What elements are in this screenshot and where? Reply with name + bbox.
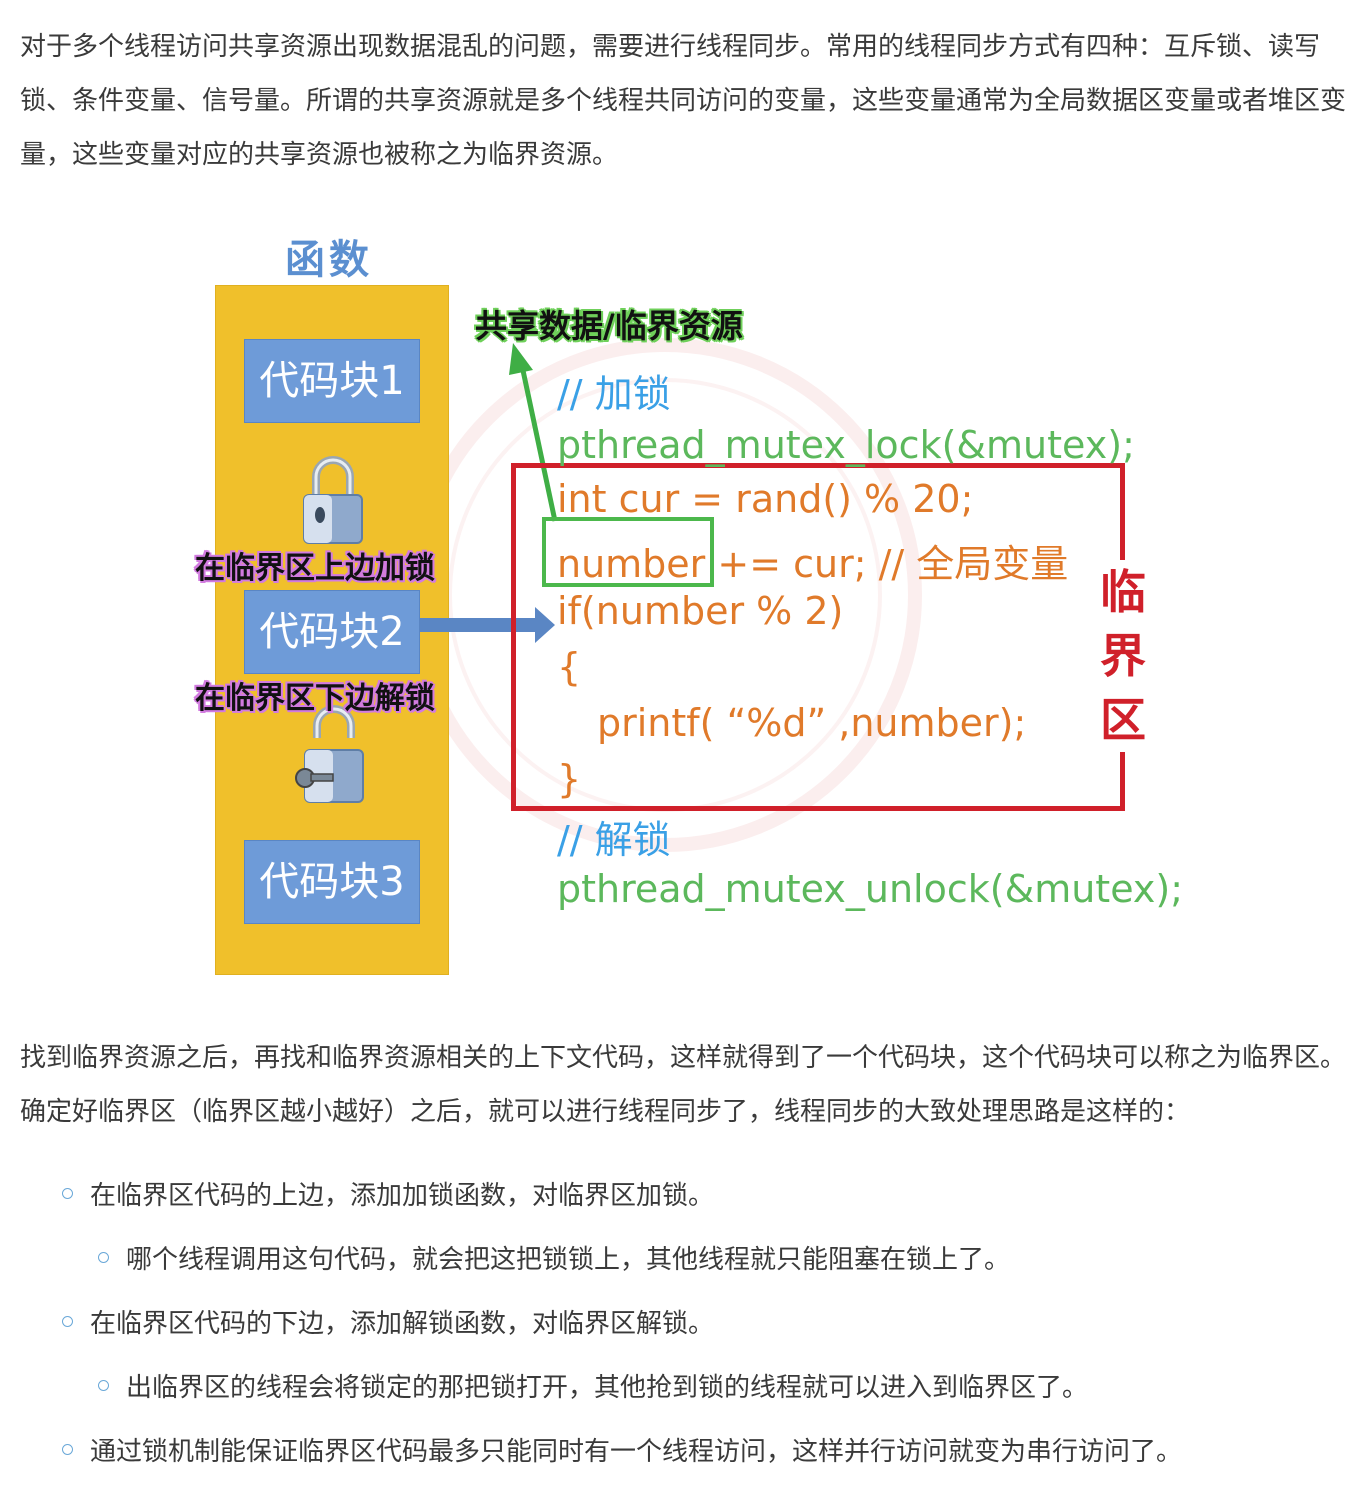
bullet-icon	[62, 1316, 73, 1327]
list-item: 在临界区代码的下边，添加解锁函数，对临界区解锁。	[62, 1304, 715, 1344]
lock-call: pthread_mutex_lock(&mutex);	[557, 423, 1135, 467]
unlocked-padlock-icon	[295, 705, 364, 803]
shared-variable-box	[542, 517, 714, 587]
locked-padlock-icon	[303, 456, 363, 544]
function-title: 函数	[285, 237, 373, 283]
shared-data-label: 共享数据/临界资源	[475, 307, 743, 345]
lock-label: 在临界区上边加锁	[195, 551, 435, 586]
bullet-icon	[98, 1252, 109, 1263]
green-arrow-line	[518, 360, 558, 522]
bullet-icon	[62, 1188, 73, 1199]
unlock-comment: // 解锁	[557, 818, 671, 862]
arrows	[419, 343, 558, 643]
list-item-text: 出临界区的线程会将锁定的那把锁打开，其他抢到锁的线程就可以进入到临界区了。	[126, 1373, 1089, 1403]
code-line: if(number % 2)	[557, 589, 844, 633]
intro-paragraph: 对于多个线程访问共享资源出现数据混乱的问题，需要进行线程同步。常用的线程同步方式…	[20, 32, 1347, 170]
code-line: {	[557, 645, 582, 689]
mutex-diagram: 函数 代码块1 代码块2 代码块3 在临界区上边加锁 在临界区下边解锁 共享数据…	[165, 205, 1225, 1005]
bullet-icon	[98, 1380, 109, 1391]
code-line: number += cur; // 全局变量	[557, 542, 1069, 586]
list-item: 哪个线程调用这句代码，就会把这把锁锁上，其他线程就只能阻塞在锁上了。	[98, 1240, 1011, 1280]
blue-arrow-shaft	[419, 618, 539, 632]
lock-comment: // 加锁	[557, 372, 671, 416]
list-item: 通过锁机制能保证临界区代码最多只能同时有一个线程访问，这样并行访问就变为串行访问…	[62, 1432, 1183, 1472]
code-block-1: 代码块1	[244, 339, 420, 423]
critical-section-label: 临界区	[1095, 560, 1151, 752]
code-line: printf( “%d” ,number);	[597, 701, 1027, 745]
code-line: }	[557, 757, 582, 801]
code-block-3: 代码块3	[244, 840, 420, 924]
second-paragraph: 找到临界资源之后，再找和临界资源相关的上下文代码，这样就得到了一个代码块，这个代…	[20, 1043, 1347, 1127]
unlock-label: 在临界区下边解锁	[195, 681, 435, 716]
bullet-icon	[62, 1444, 73, 1455]
function-column: 代码块1 代码块2 代码块3	[215, 285, 449, 975]
green-arrow-head	[509, 343, 533, 375]
unlock-call: pthread_mutex_unlock(&mutex);	[557, 867, 1184, 911]
list-item-text: 在临界区代码的上边，添加加锁函数，对临界区加锁。	[90, 1181, 715, 1211]
list-item: 在临界区代码的上边，添加加锁函数，对临界区加锁。	[62, 1176, 715, 1216]
list-item: 出临界区的线程会将锁定的那把锁打开，其他抢到锁的线程就可以进入到临界区了。	[98, 1368, 1089, 1408]
list-item-text: 通过锁机制能保证临界区代码最多只能同时有一个线程访问，这样并行访问就变为串行访问…	[90, 1437, 1183, 1467]
code-line: int cur = rand() % 20;	[557, 477, 974, 521]
code-block-2: 代码块2	[244, 590, 420, 674]
list-item-text: 哪个线程调用这句代码，就会把这把锁锁上，其他线程就只能阻塞在锁上了。	[126, 1245, 1011, 1275]
list-item-text: 在临界区代码的下边，添加解锁函数，对临界区解锁。	[90, 1309, 715, 1339]
blue-arrow-head	[535, 607, 555, 643]
